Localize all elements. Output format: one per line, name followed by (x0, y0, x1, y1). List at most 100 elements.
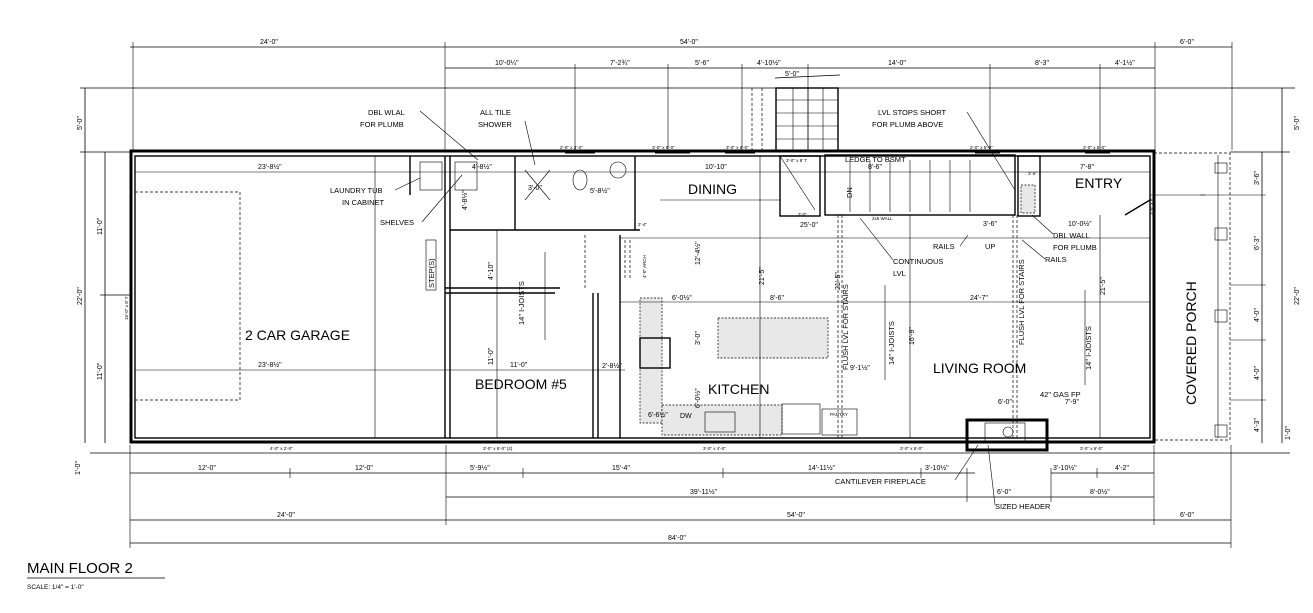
dim-text: 6'-0½" (694, 388, 702, 408)
dim-text: 3'-0" (798, 212, 807, 217)
note: FLUSH LVL FOR STAIRS (841, 284, 850, 370)
note: FOR PLUMB ABOVE (872, 120, 943, 129)
note: 14" I-JOISTS (517, 281, 526, 325)
note: SIZED HEADER (995, 502, 1051, 511)
window-label: 2'-0" x 3'-0" (560, 145, 583, 150)
dim-text: 3'-10½" (925, 464, 949, 472)
room-label-dining: DINING (688, 181, 737, 197)
dim-text: 11'-0" (488, 347, 495, 365)
dim-text: 4'-1½" (1115, 59, 1135, 67)
dim-text: 6'-0" (1180, 512, 1194, 519)
dim-text: 4'-10" (488, 262, 495, 280)
window-label: 3'-0" x 6'-0" (900, 446, 923, 451)
dim-text: 6'-3" (1254, 236, 1261, 250)
dim-text: 16'-9" (909, 327, 916, 345)
note: LVL STOPS SHORT (878, 108, 946, 117)
side-dimensions: 5'-0" 22'-0" 11'-0" 11'-0" 1'-0" 5'-0" 2… (75, 88, 1301, 475)
dim-text: 21'-5" (759, 267, 766, 285)
dim-text: 12'-0" (198, 465, 216, 472)
dim-text: 39'-11½" (690, 488, 718, 496)
dim-text: 4'-0" (1254, 308, 1261, 322)
note: ALL TILE (480, 108, 511, 117)
dim-text: 54'-0" (787, 512, 805, 519)
dim-text: 24'-0" (260, 39, 278, 46)
dim-text: 21'-5" (835, 272, 842, 290)
dim-text: 10'-10" (705, 164, 727, 171)
dim-text: 11'-0" (97, 362, 104, 380)
room-label-entry: ENTRY (1075, 175, 1123, 191)
dim-text: 3'-6" (1254, 171, 1261, 185)
note: SHELVES (380, 218, 414, 227)
title-text: MAIN FLOOR 2 (27, 560, 133, 577)
note: 16'-0" x 8' T (124, 296, 129, 320)
dim-text: 23'-8½" (258, 361, 282, 369)
dim-text: 1'-0" (1285, 426, 1292, 440)
dim-text: 4'-0" (1254, 366, 1261, 380)
dim-text: 8'-3" (1035, 60, 1049, 67)
room-label-bedroom: BEDROOM #5 (475, 376, 567, 392)
dim-text: 5'-0" (77, 116, 84, 130)
note: IN CABINET (342, 198, 385, 207)
note: 3'-0" x 8' (1149, 198, 1154, 215)
room-label-kitchen: KITCHEN (708, 381, 769, 397)
note: CONTINUOUS (893, 257, 943, 266)
interior-dimension-lines (135, 156, 1205, 438)
dim-text: 4'-8½" (461, 190, 469, 210)
window-label: 2'-0" x 5'-0" (970, 145, 993, 150)
dim-text: 3'-0" (695, 331, 702, 345)
note: FLUSH LVL FOR STAIRS (1017, 259, 1026, 345)
dim-text: 12'-0" (355, 465, 373, 472)
room-label-living: LIVING ROOM (933, 360, 1026, 376)
dim-text: 6'-6½" (648, 411, 668, 419)
dim-text: 84'-0" (668, 535, 686, 542)
note: DW (680, 413, 692, 420)
dim-text: 6'-0" (997, 489, 1011, 496)
dim-text: 22'-0" (1294, 287, 1301, 305)
note: SHOWER (478, 120, 512, 129)
room-labels: 2 CAR GARAGE BEDROOM #5 KITCHEN DINING L… (245, 175, 1199, 405)
dim-text: 3'-6" (983, 221, 997, 228)
note: DBL WALL (1053, 231, 1090, 240)
interior-dimension-text: 23'-8½" 23'-8½" 4'-8½" 4'-8½" 3'-0" 5'-8… (258, 163, 1107, 419)
dim-text: 9'-1½" (850, 364, 870, 372)
drawing-title: MAIN FLOOR 2 SCALE: 1/4" = 1'-0" (27, 560, 165, 591)
note: FOR PLUMB (360, 120, 404, 129)
note: UP (985, 242, 995, 251)
dim-text: 4'-8½" (472, 163, 492, 171)
dim-text: 5'-0" (785, 71, 799, 78)
dim-text: 22'-0" (77, 287, 84, 305)
dim-text: 5'-0" (1294, 116, 1301, 130)
dim-text: 5'-8½" (590, 187, 610, 195)
dim-text: 8'-0½" (1090, 488, 1110, 496)
dim-text: 8'-6" (868, 164, 882, 171)
window-label: 3'-0" x 6'-0" (1080, 446, 1103, 451)
dim-text: 15'-4" (612, 465, 630, 472)
dim-text: 1'-0" (75, 461, 82, 475)
dim-text: 7'-2¾" (610, 60, 630, 67)
note: 3'-0" x 8' T (786, 158, 807, 163)
dim-text: 3'-0" (528, 185, 542, 192)
note: DN (845, 187, 854, 198)
window-label: 2'-0" x 5'-0" (1083, 145, 1106, 150)
note: DBL WLAL (368, 108, 405, 117)
note: 14" I-JOISTS (887, 321, 896, 365)
note: FOR PLUMB (1053, 243, 1097, 252)
dim-text: 11'-0" (510, 362, 528, 369)
note: RAILS (1045, 255, 1067, 264)
dim-text: 5'-9½" (470, 464, 490, 472)
note: 2x6 WALL (872, 216, 893, 221)
note: RAILS (933, 242, 955, 251)
note: LAUNDRY TUB (330, 186, 383, 195)
dim-text: 6'-0" (1180, 39, 1194, 46)
interior-walls (134, 154, 1151, 438)
window-label: 4'-0" x 2'-0" (270, 446, 293, 451)
dim-text: 24'-0" (277, 512, 295, 519)
dim-text: 54'-0" (680, 39, 698, 46)
dim-text: 4'-3" (1254, 418, 1261, 432)
dim-text: 25'-0" (800, 222, 818, 229)
dim-text: 2'-4" (638, 222, 647, 227)
dim-text: 3'-6" (1028, 171, 1037, 176)
note: 14" I-JOISTS (1084, 326, 1093, 370)
annotations: DBL WLAL FOR PLUMB ALL TILE SHOWER LAUND… (124, 108, 1154, 511)
